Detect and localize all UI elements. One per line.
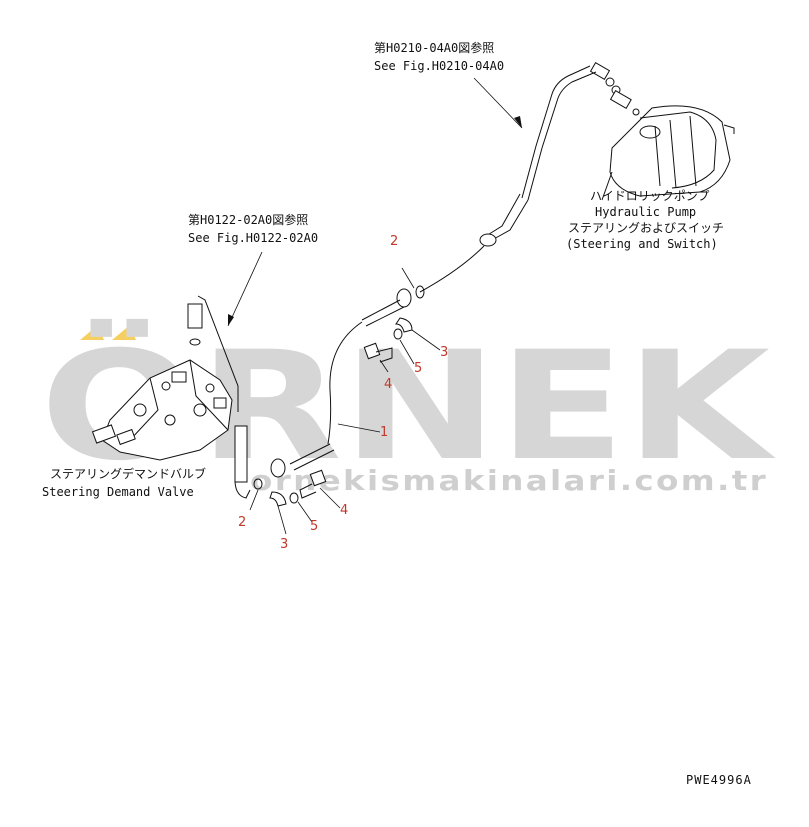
callout-bolt-bottom: 4 <box>340 503 348 518</box>
reference-labels: 第H0210-04A0図参照 See Fig.H0210-04A0 第H0122… <box>188 40 504 245</box>
drawing-code: PWE4996A <box>686 773 752 787</box>
part-callouts: 1 2 2 3 3 4 4 5 5 <box>238 234 448 552</box>
watermark-url: ornekismakinalari.com.tr <box>250 464 768 497</box>
valve-ref-jp: 第H0122-02A0図参照 <box>188 212 308 227</box>
valve-name-jp: ステアリングデマンドバルブ <box>50 466 206 481</box>
top-fasteners <box>363 317 413 363</box>
callout-oring-top: 2 <box>390 234 398 249</box>
pump-ref-en: See Fig.H0210-04A0 <box>374 59 504 73</box>
watermark-accent-left <box>80 325 104 340</box>
hose-assembly <box>270 65 597 478</box>
pump-name-en: Hydraulic Pump <box>595 205 696 219</box>
steering-valve-drawing <box>91 295 263 499</box>
leader-lines <box>227 77 523 535</box>
pump-name-jp: ハイドロリックポンプ <box>590 189 709 203</box>
watermark-accent-right <box>112 325 136 340</box>
callout-washer-bottom: 5 <box>310 519 318 534</box>
pump-sub-jp: ステアリングおよびスイッチ <box>568 221 724 235</box>
callout-clamp-bottom: 3 <box>280 537 288 552</box>
callout-washer-top: 5 <box>414 361 422 376</box>
callout-oring-bottom: 2 <box>238 515 246 530</box>
valve-name-en: Steering Demand Valve <box>42 485 194 499</box>
component-labels: ハイドロリックポンプ Hydraulic Pump ステアリングおよびスイッチ … <box>42 189 724 499</box>
pump-sub-en: (Steering and Switch) <box>566 237 718 251</box>
valve-ref-en: See Fig.H0122-02A0 <box>188 231 318 245</box>
hydraulic-pump-drawing <box>589 61 735 201</box>
callout-hose: 1 <box>380 425 388 440</box>
pump-ref-jp: 第H0210-04A0図参照 <box>374 40 494 55</box>
callout-bolt-top: 4 <box>384 377 392 392</box>
bottom-fasteners <box>269 469 327 507</box>
callout-clamp-top: 3 <box>440 345 448 360</box>
